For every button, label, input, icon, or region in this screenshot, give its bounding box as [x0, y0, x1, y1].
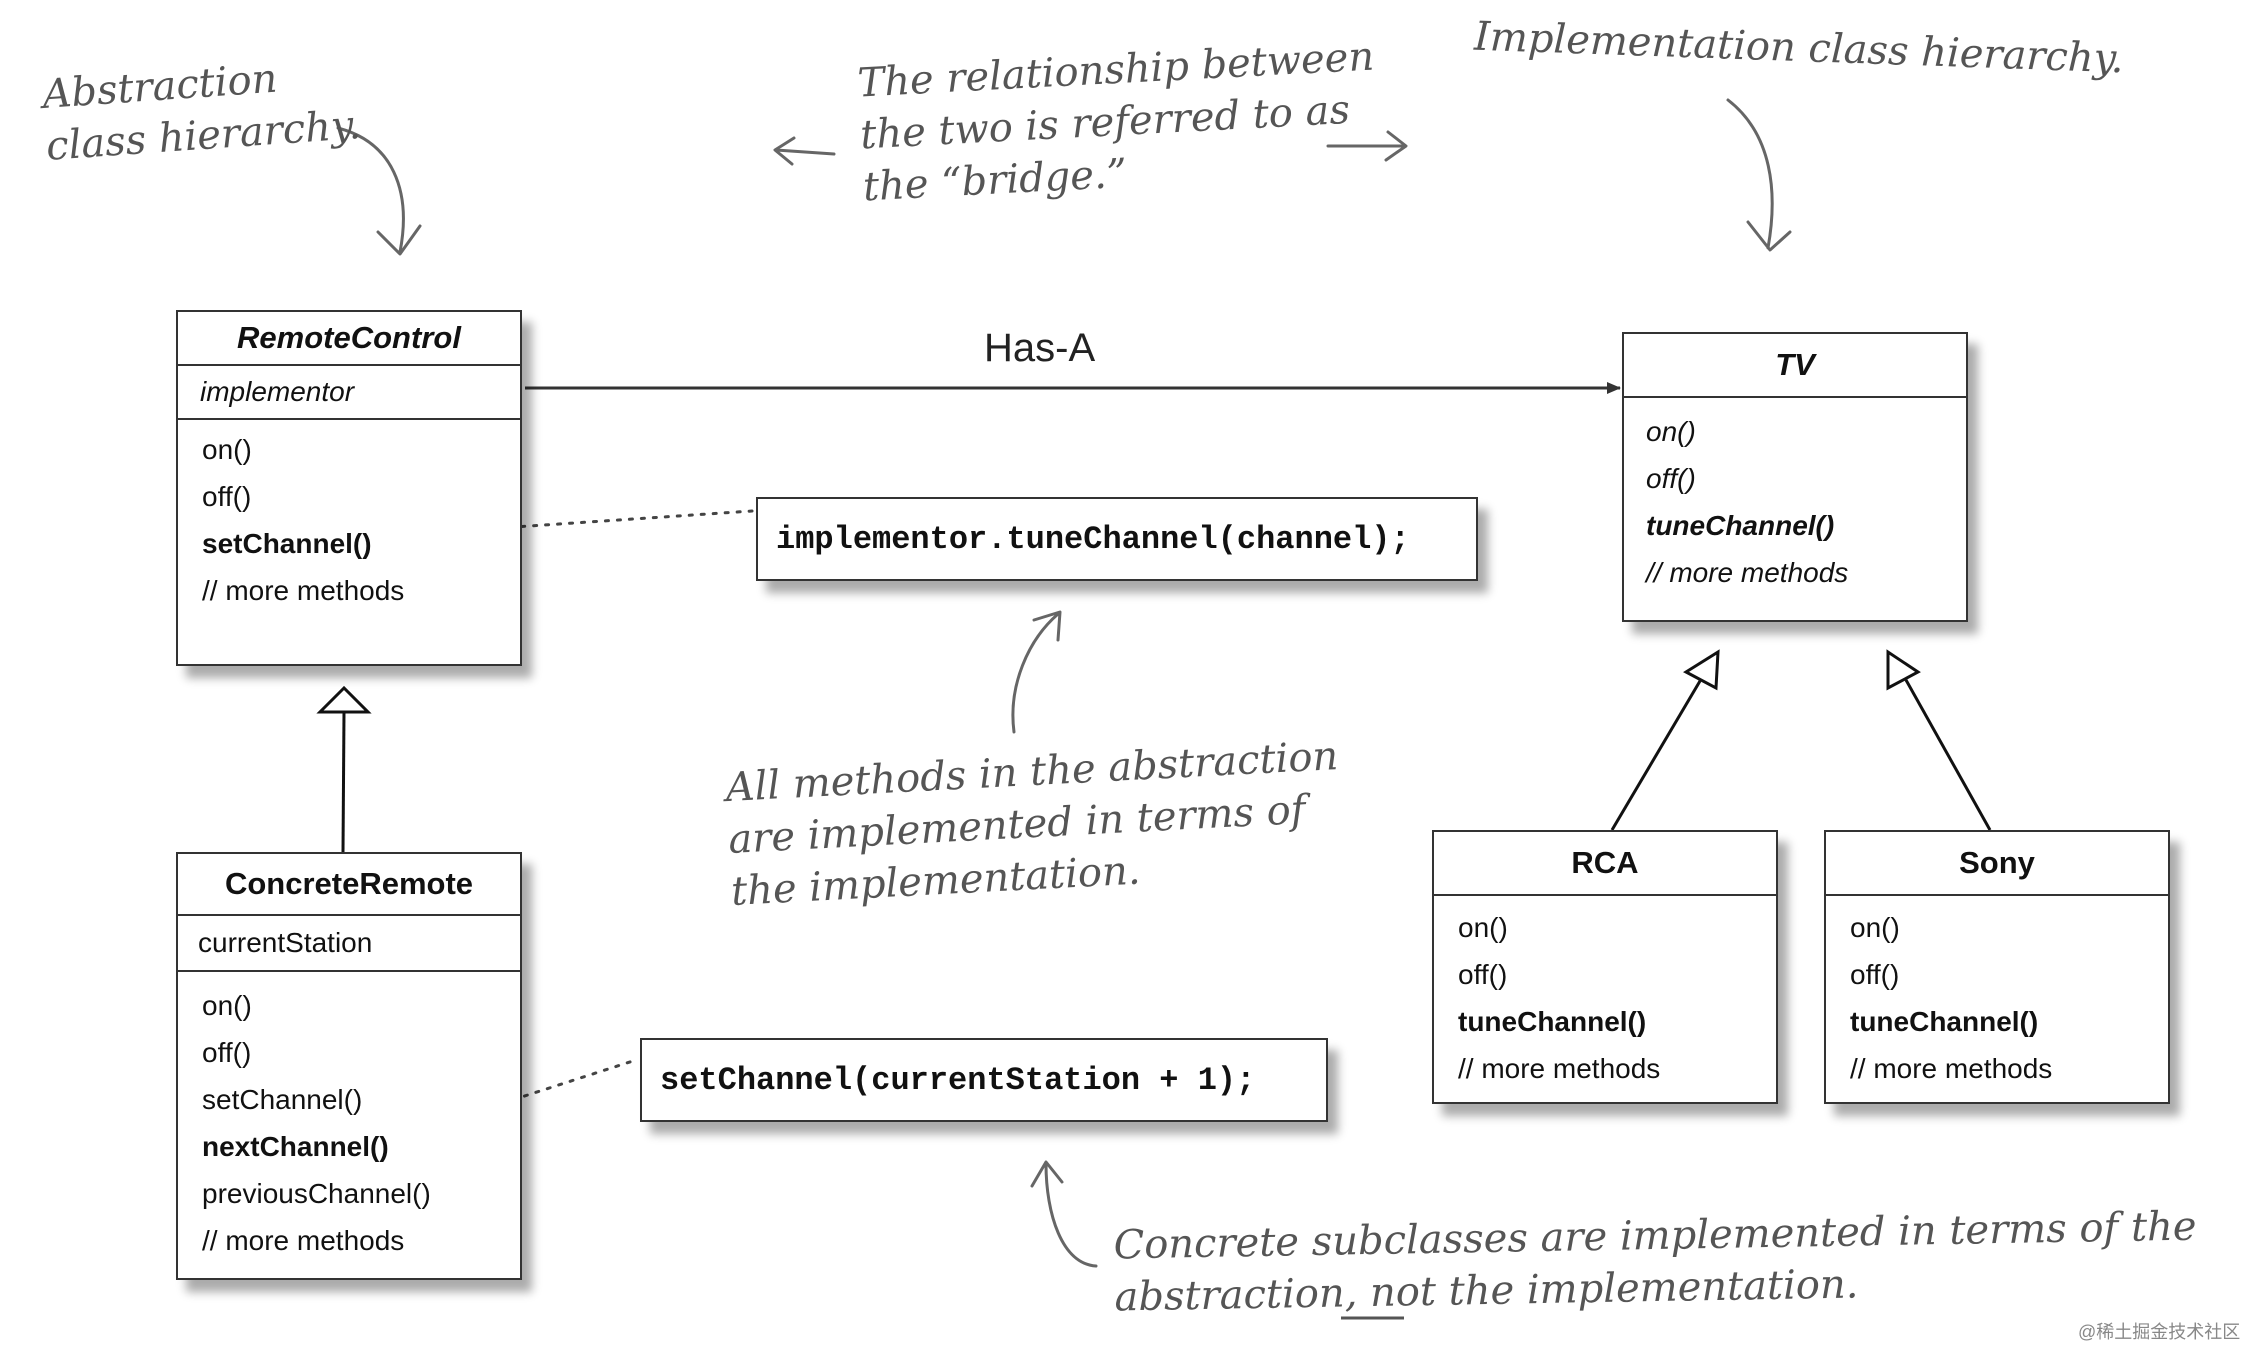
- class-remote-control-name: RemoteControl: [178, 312, 520, 366]
- note-abstraction: Abstraction class hierarchy.: [41, 47, 363, 173]
- class-sony-methods: on() off() tuneChannel() // more methods: [1826, 896, 2168, 1092]
- note-all-methods: All methods in the abstraction are imple…: [724, 730, 1345, 918]
- method-off: off(): [1646, 463, 1696, 494]
- class-remote-control-field: implementor: [178, 366, 520, 420]
- inheritance-line-rca: [1610, 680, 1702, 831]
- class-tv: TV on() off() tuneChannel() // more meth…: [1622, 332, 1968, 622]
- method-tune-channel: tuneChannel(): [1850, 1006, 2039, 1037]
- inheritance-triangle-remote: [316, 685, 372, 714]
- method-on: on(): [202, 990, 252, 1021]
- class-sony: Sony on() off() tuneChannel() // more me…: [1824, 830, 2170, 1104]
- method-more: // more methods: [202, 575, 405, 606]
- note-bridge: The relationship between the two is refe…: [856, 31, 1381, 214]
- method-more: // more methods: [1646, 557, 1849, 588]
- method-on: on(): [1646, 416, 1696, 447]
- method-set-channel: setChannel(): [202, 1084, 363, 1115]
- note-concrete: Concrete subclasses are implemented in t…: [1113, 1201, 2198, 1324]
- method-on: on(): [202, 434, 252, 465]
- method-on: on(): [1458, 912, 1508, 943]
- class-concrete-remote: ConcreteRemote currentStation on() off()…: [176, 852, 522, 1280]
- hand-arrow-implementation: [1726, 98, 1792, 252]
- note-concrete-line2-post: the implementation.: [1435, 1261, 1859, 1315]
- inheritance-triangle-rca: [1683, 649, 1720, 691]
- method-on: on(): [1850, 912, 1900, 943]
- class-rca: RCA on() off() tuneChannel() // more met…: [1432, 830, 1778, 1104]
- code-tune-channel: implementor.tuneChannel(channel);: [756, 497, 1478, 581]
- method-off: off(): [1850, 959, 1900, 990]
- class-concrete-remote-methods: on() off() setChannel() nextChannel() pr…: [178, 972, 520, 1264]
- method-more: // more methods: [202, 1225, 405, 1256]
- hand-arrow-concrete: [1030, 1160, 1098, 1268]
- hand-arrow-bridge-right: [1326, 130, 1408, 162]
- watermark: @稀土掘金技术社区: [2078, 1322, 2241, 1342]
- method-more: // more methods: [1458, 1053, 1661, 1084]
- class-concrete-remote-name: ConcreteRemote: [178, 854, 520, 916]
- method-tune-channel: tuneChannel(): [1646, 510, 1835, 541]
- code-set-channel: setChannel(currentStation + 1);: [640, 1038, 1328, 1122]
- method-off: off(): [1458, 959, 1508, 990]
- class-remote-control-methods: on() off() setChannel() // more methods: [178, 420, 520, 614]
- method-tune-channel: tuneChannel(): [1458, 1006, 1647, 1037]
- class-tv-name: TV: [1624, 334, 1966, 398]
- method-off: off(): [202, 1037, 252, 1068]
- method-next-channel: nextChannel(): [202, 1131, 389, 1162]
- class-rca-name: RCA: [1434, 832, 1776, 896]
- inheritance-line-sony: [1904, 679, 1992, 831]
- method-set-channel: setChannel(): [202, 528, 372, 559]
- class-rca-methods: on() off() tuneChannel() // more methods: [1434, 896, 1776, 1092]
- class-remote-control: RemoteControl implementor on() off() set…: [176, 310, 522, 666]
- inheritance-triangle-sony: [1886, 649, 1921, 691]
- method-more: // more methods: [1850, 1053, 2053, 1084]
- note-concrete-line2-pre: abstraction,: [1114, 1269, 1371, 1321]
- dotted-connector-nextchannel: [374, 1058, 638, 1146]
- class-sony-name: Sony: [1826, 832, 2168, 896]
- method-previous-channel: previousChannel(): [202, 1178, 431, 1209]
- has-a-label: Has-A: [984, 326, 1096, 370]
- class-concrete-remote-field: currentStation: [178, 916, 520, 972]
- hand-arrow-bridge-left: [773, 136, 836, 166]
- method-off: off(): [202, 481, 252, 512]
- hand-arrow-all-methods: [1011, 610, 1062, 734]
- hand-arrow-abstraction: [336, 126, 422, 256]
- note-concrete-not: not: [1369, 1268, 1437, 1316]
- class-tv-methods: on() off() tuneChannel() // more methods: [1624, 398, 1966, 596]
- inheritance-line-remote: [341, 711, 346, 853]
